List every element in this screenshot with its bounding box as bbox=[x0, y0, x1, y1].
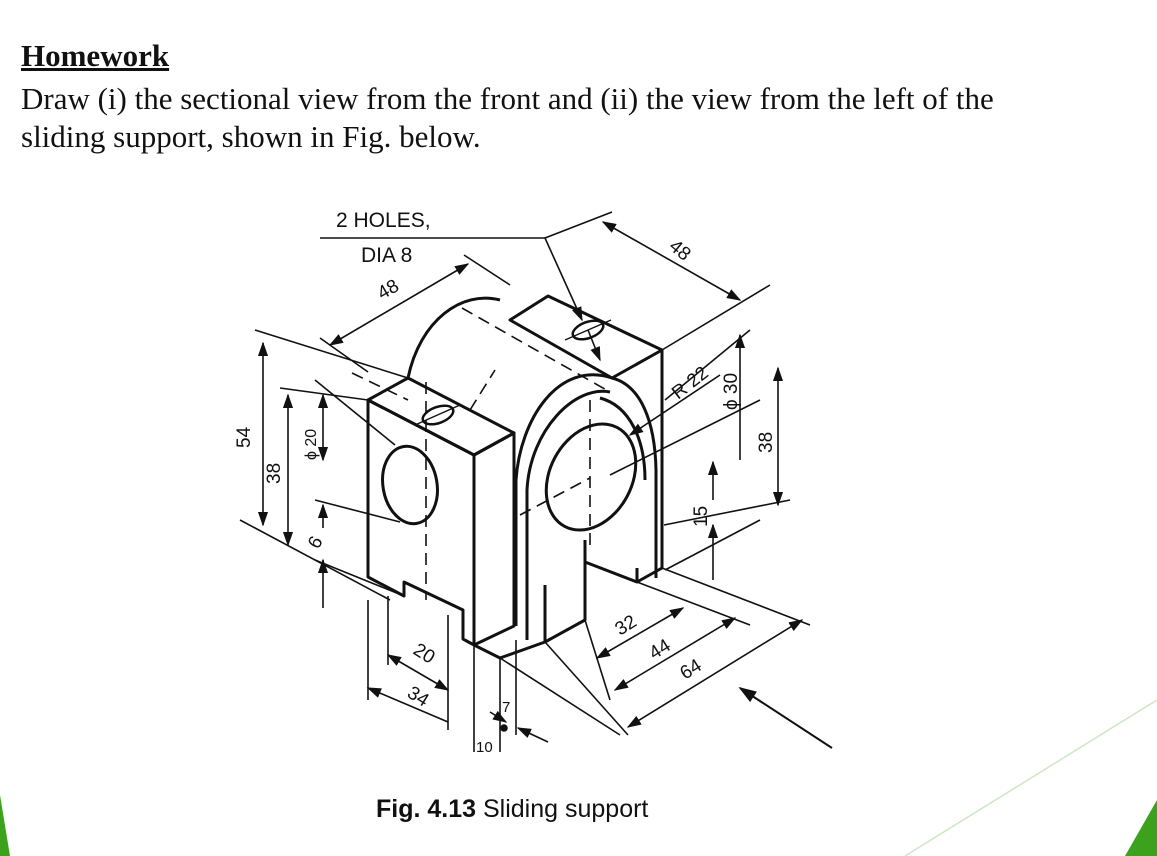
ext-line-t bbox=[584, 619, 611, 701]
ring-outer-arc bbox=[514, 373, 613, 626]
ext-line-e bbox=[664, 329, 751, 401]
dim-slot-offset: 6 bbox=[304, 533, 327, 553]
view-direction-arrow bbox=[738, 687, 833, 749]
object-outline bbox=[366, 294, 664, 660]
base-bottom-edge bbox=[473, 640, 546, 660]
ring-right-edge-inner bbox=[599, 396, 647, 481]
dim-slot-height: ϕ 20 bbox=[303, 429, 320, 460]
left-block-side bbox=[473, 431, 516, 647]
note-line-1: 2 HOLES, bbox=[336, 209, 431, 232]
ext-line-f bbox=[609, 399, 761, 476]
dim-bore-dia: ϕ 30 bbox=[721, 373, 742, 410]
bore-circle bbox=[544, 422, 638, 532]
ext-line-c bbox=[544, 211, 613, 239]
hidden-line-curve bbox=[469, 369, 496, 411]
instruction-text: Draw (i) the sectional view from the fro… bbox=[21, 80, 1121, 156]
base-slot-outline bbox=[543, 560, 639, 644]
dim-top-length-line bbox=[328, 263, 470, 346]
dim-foot-width-line bbox=[366, 687, 449, 723]
dim-slot-width-line bbox=[386, 654, 450, 691]
center-lines bbox=[414, 319, 612, 426]
ext-line-u bbox=[661, 567, 811, 626]
ext-line-k bbox=[279, 387, 369, 401]
dim-mid-length: 44 bbox=[646, 635, 675, 664]
hidden-line-axis bbox=[351, 372, 409, 401]
caption-title: Sliding support bbox=[483, 795, 649, 823]
ext-line-n bbox=[314, 559, 405, 597]
dim-radius-leader bbox=[628, 374, 721, 436]
dim-step-dot bbox=[500, 724, 508, 732]
dim-wall-thickness: 10 bbox=[476, 739, 493, 756]
ext-line-a bbox=[319, 337, 369, 373]
ext-line-l bbox=[314, 379, 396, 446]
figure-caption: Fig. 4.13 Sliding support bbox=[376, 795, 648, 824]
hidden-line-top bbox=[461, 307, 611, 393]
ext-line-r bbox=[544, 641, 629, 736]
ring-right-edge bbox=[611, 376, 658, 578]
left-top-hole bbox=[421, 404, 455, 426]
dim-top-depth: 48 bbox=[665, 236, 695, 266]
dim-overall-height: 54 bbox=[234, 426, 255, 448]
hidden-line-bore bbox=[519, 477, 591, 516]
ext-line-b bbox=[463, 254, 511, 286]
ext-line-m bbox=[314, 499, 401, 523]
dim-slot-width: 20 bbox=[409, 639, 438, 668]
dim-hub-height: 15 bbox=[691, 506, 712, 527]
left-block-hole bbox=[381, 444, 439, 526]
caption-number: Fig. 4.13 bbox=[376, 795, 477, 823]
left-hole-center-line bbox=[414, 404, 461, 426]
dim-small-step: 7 bbox=[502, 699, 510, 716]
left-block-front-face bbox=[366, 398, 476, 647]
dim-foot-width: 34 bbox=[403, 682, 432, 711]
accent-line bbox=[904, 699, 1157, 856]
dim-block-height: 38 bbox=[264, 463, 285, 484]
dim-step-arrow-2 bbox=[489, 710, 508, 723]
ring-inner-arc bbox=[525, 389, 611, 640]
leader-right-hole bbox=[587, 329, 601, 362]
dim-right-height: 38 bbox=[756, 432, 777, 453]
accent-shape-right bbox=[1125, 800, 1157, 856]
note-line-2: DIA 8 bbox=[361, 244, 412, 267]
accent-shape-left bbox=[0, 795, 10, 856]
dimension-lines bbox=[239, 211, 833, 752]
top-boss-right-face bbox=[636, 350, 664, 584]
instruction-line-1: Draw (i) the sectional view from the fro… bbox=[21, 81, 994, 116]
heading: Homework bbox=[21, 38, 170, 73]
ext-line-g bbox=[663, 499, 791, 526]
hidden-lines bbox=[351, 307, 611, 600]
dim-top-length: 48 bbox=[374, 276, 403, 305]
dim-base-length-line bbox=[626, 619, 804, 728]
ext-line-i bbox=[254, 329, 409, 379]
top-boss-top-face bbox=[508, 294, 664, 380]
dim-base-length: 64 bbox=[677, 655, 706, 684]
ext-line-s bbox=[499, 657, 621, 736]
ext-line-d bbox=[661, 284, 771, 351]
dim-step-arrow bbox=[516, 727, 549, 743]
instruction-line-2: sliding support, shown in Fig. below. bbox=[21, 119, 481, 154]
dim-radius: R 22 bbox=[668, 363, 713, 404]
upper-body-top-curve bbox=[406, 296, 501, 379]
ext-line-v bbox=[636, 581, 751, 626]
dim-top-depth-line bbox=[601, 221, 742, 301]
